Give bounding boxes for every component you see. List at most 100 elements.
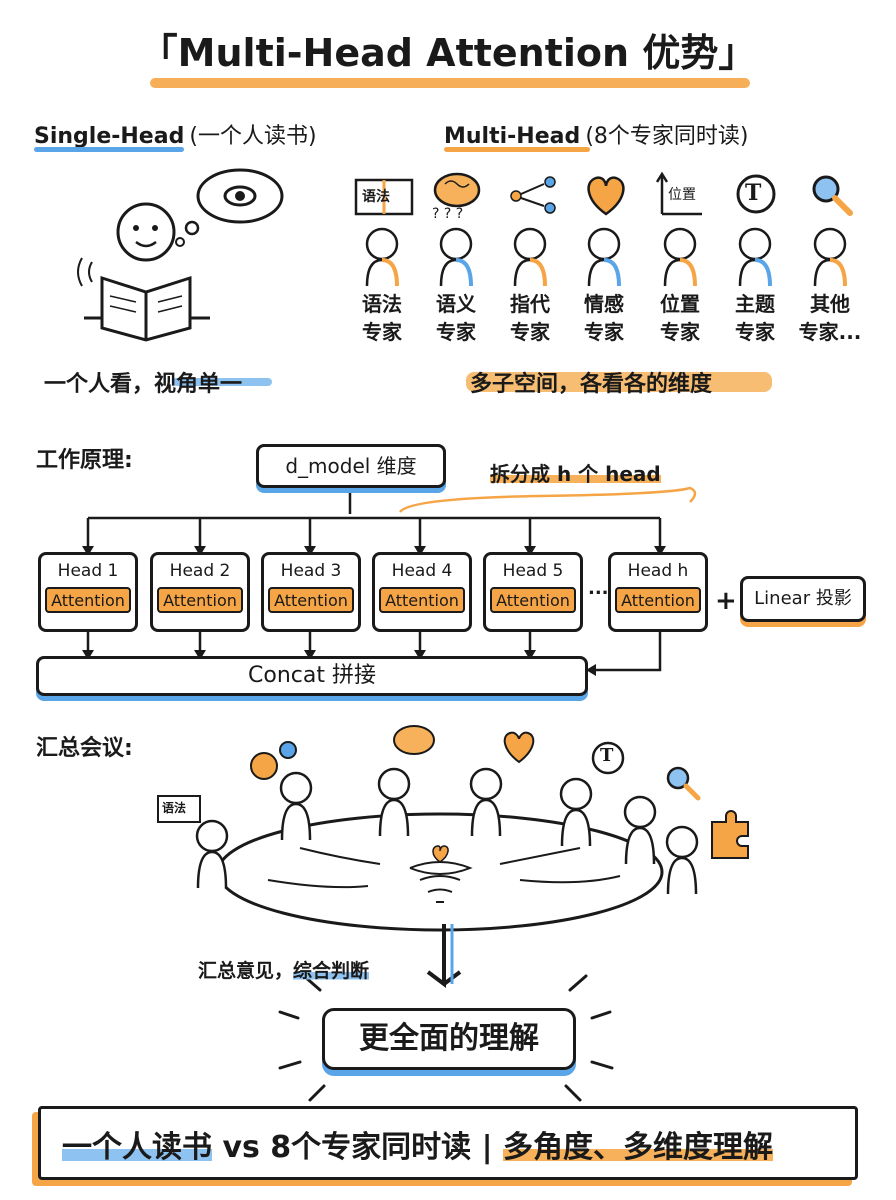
single-head-caption: 一个人看，视角单一 (44, 372, 243, 397)
meeting-participant (665, 825, 699, 895)
meeting-participant (377, 767, 411, 837)
head-box: Head 4 Attention (372, 552, 472, 632)
split-label-text: 拆分成 h 个 head (490, 462, 661, 486)
head-box: Head 2 Attention (150, 552, 250, 632)
head-attention-label: Attention (45, 587, 131, 613)
multi-head-caption: 多子空间，各看各的维度 (470, 372, 713, 397)
work-heading: 工作原理: (36, 448, 133, 473)
footer-text: 一个人读书 vs 8个专家同时读 | 多角度、多维度理解 (62, 1122, 774, 1166)
head-box: Head 5 Attention (483, 552, 583, 632)
expert-label-line1: 位置 (660, 292, 700, 316)
expert-label: 其他 专家... (795, 290, 865, 346)
expert-label-line2: 专家 (510, 320, 550, 344)
footer-mid: vs 8个专家同时读 | (212, 1130, 504, 1165)
question-marks: ? ? ? (432, 206, 464, 222)
meeting-topic-icon-text: T (600, 745, 614, 766)
multi-head-paren: (8个专家同时读) (585, 124, 749, 149)
expert-label-line2: 专家... (798, 320, 862, 344)
meeting-participant (623, 795, 657, 865)
meeting-participant (279, 771, 313, 841)
thought-bubble-icon (175, 168, 284, 247)
head-attention-label: Attention (268, 587, 354, 613)
heart-icon (587, 176, 625, 216)
round-table (216, 812, 664, 932)
head-box: Head h Attention (608, 552, 708, 632)
expert-label: 语义 专家 (421, 290, 491, 346)
expert-label-line1: 语法 (362, 292, 402, 316)
head-name: Head 4 (391, 561, 453, 581)
page-title: 「Multi-Head Attention 优势」 (139, 31, 757, 75)
meeting-icons (157, 725, 749, 859)
expert-label-line1: 情感 (584, 292, 624, 316)
single-head-paren: (一个人读书) (189, 124, 317, 149)
expert-label-line2: 专家 (362, 320, 402, 344)
expert-label: 主题 专家 (720, 290, 790, 346)
head-attention-label: Attention (157, 587, 243, 613)
head-name: Head 3 (280, 561, 342, 581)
expert-label-line1: 主题 (735, 292, 775, 316)
head-name: Head 5 (502, 561, 564, 581)
expert-label-line1: 其他 (810, 292, 850, 316)
head-attention-label: Attention (379, 587, 465, 613)
down-arrow-icon (426, 924, 462, 988)
head-box: Head 1 Attention (38, 552, 138, 632)
expert-figures (365, 227, 847, 287)
head-name: Head 2 (169, 561, 231, 581)
footer-frame (38, 1106, 858, 1180)
result-box: 更全面的理解 (322, 1008, 576, 1070)
multi-head-label: Multi-Head (444, 124, 581, 149)
expert-label: 位置 专家 (645, 290, 715, 346)
head-box: Head 3 Attention (261, 552, 361, 632)
meeting-participant (469, 767, 503, 837)
split-label: 拆分成 h 个 head (490, 458, 661, 487)
expert-label-line2: 专家 (660, 320, 700, 344)
heads-ellipsis: ... (588, 578, 609, 599)
d-model-box: d_model 维度 (256, 444, 446, 488)
topic-icon-text: T (745, 180, 762, 206)
single-head-label: Single-Head (34, 124, 185, 149)
reader-figure (77, 202, 210, 342)
brain-icon (433, 172, 481, 208)
expert-figure (738, 227, 772, 287)
meeting-participant (559, 777, 593, 847)
flow-arrowheads (82, 546, 666, 676)
expert-label: 指代 专家 (495, 290, 565, 346)
expert-figure (365, 227, 399, 287)
reference-arrow-icon (510, 176, 556, 214)
expert-label-line2: 专家 (436, 320, 476, 344)
topic-t-icon (736, 174, 776, 214)
emphasis-burst (278, 974, 614, 1102)
expert-figure (663, 227, 697, 287)
meeting-participant (195, 819, 229, 889)
head-name: Head 1 (57, 561, 119, 581)
concat-box: Concat 拼接 (36, 656, 588, 696)
expert-label-line1: 语义 (436, 292, 476, 316)
single-head-heading: Single-Head (一个人读书) (34, 118, 317, 150)
expert-figure (439, 227, 473, 287)
position-axis-icon (655, 171, 702, 216)
plus-sign: + (715, 586, 737, 616)
summary-label-b: 综合判断 (293, 960, 370, 982)
head-attention-label: Attention (490, 587, 576, 613)
expert-label-line2: 专家 (584, 320, 624, 344)
summary-label-a: 汇总意见， (198, 960, 294, 982)
expert-figure (513, 227, 547, 287)
expert-label-line1: 指代 (510, 292, 550, 316)
multi-head-heading: Multi-Head (8个专家同时读) (444, 118, 748, 150)
summary-label: 汇总意见，综合判断 (198, 956, 370, 983)
grammar-icon-text: 语法 (362, 189, 390, 205)
meeting-grammar-icon-text: 语法 (162, 801, 187, 815)
meeting-figures (195, 767, 699, 895)
footer-right: 多角度、多维度理解 (503, 1130, 774, 1165)
title-underline (150, 78, 750, 88)
magnifier-icon (812, 175, 853, 216)
expert-label: 语法 专家 (347, 290, 417, 346)
linear-projection-box: Linear 投影 (740, 576, 866, 622)
meeting-heading: 汇总会议: (36, 736, 133, 761)
position-icon-text: 位置 (668, 187, 696, 203)
grammar-book-icon (354, 178, 414, 216)
flow-arrows (86, 486, 697, 672)
single-head-underline (34, 147, 184, 152)
expert-figure (813, 227, 847, 287)
